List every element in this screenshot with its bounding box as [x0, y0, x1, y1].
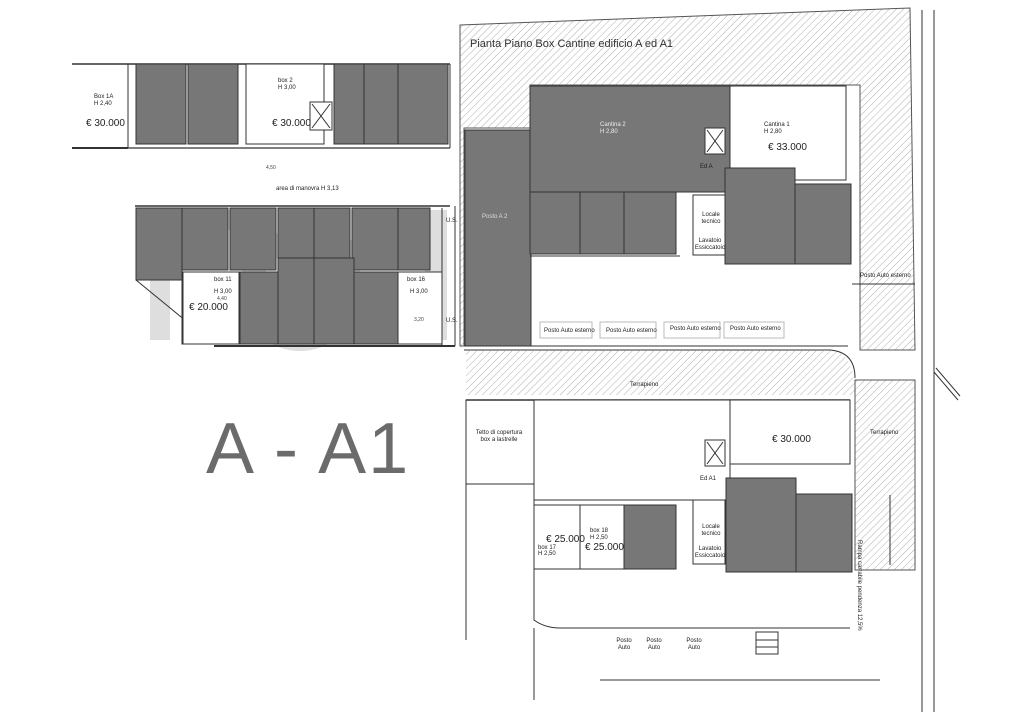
posto-esterno-right: Posto Auto esterno — [860, 273, 911, 279]
box18-height: H 2,50 — [590, 535, 608, 541]
lower-main-price: € 30.000 — [772, 434, 811, 445]
box2-name: box 2 — [278, 78, 293, 84]
site-boundary — [921, 10, 961, 712]
lower-right-plan — [465, 379, 916, 700]
lavatoio-upper: Lavatoio Essiccatoio — [694, 238, 726, 251]
box11-name: box 11 — [214, 277, 232, 283]
posto-auto-1: Posto Auto — [616, 638, 632, 651]
box16-height: H 3,00 — [410, 289, 428, 295]
tetto-label: Tetto di copertura box a lastrelle — [475, 430, 523, 443]
posto-auto-3: Posto Auto — [686, 638, 702, 651]
posto-esterno-2: Posto Auto esterno — [606, 328, 657, 334]
box2-height: H 3,00 — [278, 85, 296, 91]
ed-a-label: Ed A — [700, 164, 713, 170]
dim-3-20: 3,20 — [414, 317, 424, 323]
cantina2-height: H 2,80 — [600, 129, 618, 135]
posto-esterno-1: Posto Auto esterno — [544, 328, 595, 334]
ed-a1-label: Ed A1 — [700, 476, 717, 482]
terrapieno-top: Terrapieno — [630, 382, 659, 388]
box1a-name: Box 1A — [94, 94, 114, 100]
dim-4-50: 4,50 — [266, 165, 276, 171]
posto-esterno-3: Posto Auto esterno — [670, 326, 721, 332]
cantina1-name: Cantina 1 — [764, 122, 790, 128]
cantina1-price: € 33.000 — [768, 142, 807, 153]
hatch-strip — [466, 350, 855, 395]
box17-price: € 25.000 — [546, 534, 585, 545]
locale-tecnico-upper: Locale tecnico — [701, 212, 721, 225]
posto-a2: Posto A 2 — [482, 214, 508, 220]
posto-auto-2: Posto Auto — [646, 638, 662, 651]
dim-4-40: 4,40 — [217, 296, 227, 302]
box1a-height: H 2,40 — [94, 101, 112, 107]
box2-price: € 30.000 — [272, 118, 311, 129]
posto-esterno-4: Posto Auto esterno — [730, 326, 781, 332]
box11-price: € 20.000 — [189, 302, 228, 313]
box18-name: box 18 — [590, 528, 609, 534]
left-plan — [72, 63, 456, 347]
building-label: A - A1 — [206, 409, 411, 489]
lavatoio-lower: Lavatoio Essiccatoio — [694, 546, 726, 559]
box18-price: € 25.000 — [585, 542, 624, 553]
box16-name: box 16 — [407, 277, 426, 283]
box11-height: H 3,00 — [214, 289, 232, 295]
locale-tecnico-lower: Locale tecnico — [701, 524, 721, 537]
us-lower-label: U.S. — [446, 318, 458, 324]
maneuver-area-label: area di manovra H 3,13 — [276, 186, 339, 192]
box17-name: box 17 — [538, 545, 557, 551]
terrapieno-right: Terrapieno — [870, 430, 899, 436]
upper-right-plan — [459, 7, 916, 351]
box1a-price: € 30.000 — [86, 118, 125, 129]
us-upper-label: U.S. — [446, 218, 458, 224]
rampa-label: Rampa carrabile pendenza 12,5% — [856, 540, 862, 631]
cantina1-height: H 2,80 — [764, 129, 782, 135]
plan-title: Pianta Piano Box Cantine edificio A ed A… — [470, 38, 674, 50]
cantina2-name: Cantina 2 — [600, 122, 626, 128]
box17-height: H 2,50 — [538, 551, 556, 557]
